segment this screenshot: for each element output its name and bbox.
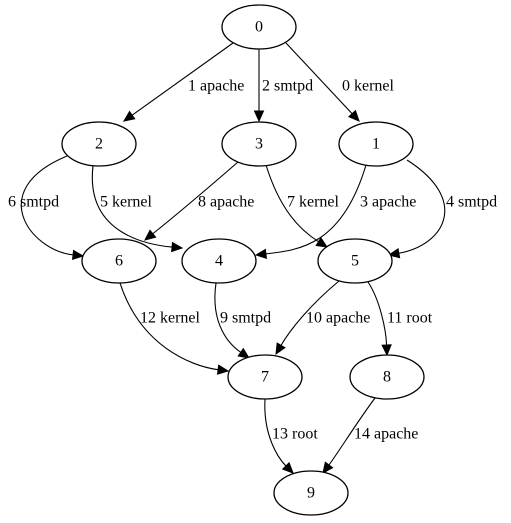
- node-ellipse: [317, 238, 393, 284]
- node-0: 0: [221, 4, 297, 50]
- edge-3-to-5: 7 kernel: [265, 164, 340, 248]
- node-ellipse: [349, 354, 425, 400]
- node-9: 9: [273, 470, 349, 516]
- arrowhead-icon: [237, 347, 251, 359]
- node-ellipse: [81, 238, 157, 284]
- edge-line: [131, 42, 234, 116]
- edge-line: [328, 397, 376, 466]
- arrowhead-icon: [171, 241, 184, 253]
- node-label: 7: [261, 369, 269, 386]
- edge-0-to-3: 2 smtpd: [253, 49, 313, 123]
- node-5: 5: [317, 238, 393, 284]
- node-2: 2: [61, 121, 137, 167]
- node-ellipse: [181, 238, 257, 284]
- arrowhead-icon: [347, 109, 360, 122]
- edge-line: [91, 165, 173, 248]
- node-label: 0: [255, 19, 263, 36]
- node-label: 6: [115, 253, 123, 270]
- edge-line: [265, 164, 319, 243]
- node-6: 6: [81, 238, 157, 284]
- edge-line: [367, 281, 388, 346]
- edge-line: [280, 280, 340, 346]
- edge-line: [214, 282, 242, 353]
- node-ellipse: [221, 4, 297, 50]
- arrowhead-icon: [387, 247, 401, 259]
- node-label: 8: [383, 369, 391, 386]
- edge-line: [285, 42, 353, 115]
- arrowhead-icon: [123, 110, 136, 122]
- edge-1-to-4: 3 apache: [254, 164, 416, 260]
- node-label: 2: [95, 136, 103, 153]
- edge-2-to-6: 6 smtpd: [8, 155, 85, 261]
- edge-label: 1 apache: [188, 78, 244, 95]
- edge-label: 10 apache: [306, 310, 370, 327]
- node-label: 9: [307, 485, 315, 502]
- nodes-layer: 0 1 2 3 4 5 6 7 8 9: [61, 4, 425, 516]
- node-ellipse: [338, 121, 414, 167]
- node-3: 3: [221, 121, 297, 167]
- edge-0-to-1: 0 kernel: [285, 42, 395, 122]
- edge-label: 6 smtpd: [8, 194, 59, 211]
- edge-label: 14 apache: [354, 426, 418, 443]
- arrowhead-icon: [254, 248, 268, 260]
- edge-2-to-4: 5 kernel: [91, 165, 184, 253]
- node-ellipse: [273, 470, 349, 516]
- node-1: 1: [338, 121, 414, 167]
- edge-0-to-2: 1 apache: [123, 42, 244, 122]
- node-label: 1: [372, 136, 380, 153]
- edge-7-to-9: 13 root: [264, 398, 318, 474]
- edge-label: 3 apache: [360, 194, 416, 211]
- node-7: 7: [227, 354, 303, 400]
- edge-1-to-5: 4 smtpd: [387, 159, 497, 259]
- edge-label: 4 smtpd: [446, 194, 497, 211]
- edge-5-to-8: 11 root: [367, 281, 433, 357]
- node-label: 3: [255, 136, 263, 153]
- edges-layer: 1 apache 2 smtpd 0 kernel 6 smtpd 5 kernel 8 …: [8, 42, 497, 474]
- arrowhead-icon: [281, 461, 294, 474]
- edge-label: 2 smtpd: [262, 78, 313, 95]
- edge-6-to-7: 12 kernel: [119, 282, 230, 375]
- edge-label: 7 kernel: [287, 194, 340, 211]
- node-8: 8: [349, 354, 425, 400]
- edge-5-to-7: 10 apache: [275, 280, 370, 356]
- edge-label: 9 smtpd: [220, 310, 271, 327]
- arrowhead-icon: [322, 461, 334, 474]
- edge-label: 12 kernel: [140, 310, 201, 327]
- edge-line: [264, 398, 287, 467]
- edge-8-to-9: 14 apache: [322, 397, 418, 474]
- node-4: 4: [181, 238, 257, 284]
- node-ellipse: [227, 354, 303, 400]
- node-ellipse: [221, 121, 297, 167]
- edge-label: 11 root: [387, 310, 433, 327]
- edge-label: 8 apache: [198, 194, 254, 211]
- arrowhead-icon: [71, 249, 85, 261]
- node-ellipse: [61, 121, 137, 167]
- edge-line: [265, 164, 367, 255]
- arrowhead-icon: [381, 344, 392, 357]
- edge-4-to-7: 9 smtpd: [214, 282, 271, 359]
- edge-3-to-6: 8 apache: [144, 161, 254, 241]
- edge-label: 0 kernel: [342, 78, 395, 95]
- edge-label: 13 root: [272, 426, 318, 443]
- arrowhead-icon: [144, 229, 157, 241]
- node-label: 5: [351, 253, 359, 270]
- node-label: 4: [215, 253, 223, 270]
- edge-line: [119, 282, 219, 371]
- edge-line: [398, 159, 446, 254]
- arrowhead-icon: [315, 236, 329, 248]
- edge-line: [152, 161, 239, 235]
- arrowhead-icon: [253, 110, 265, 123]
- edge-line: [20, 155, 74, 256]
- arrowhead-icon: [275, 342, 286, 356]
- edge-label: 5 kernel: [100, 194, 153, 211]
- arrowhead-icon: [216, 364, 230, 375]
